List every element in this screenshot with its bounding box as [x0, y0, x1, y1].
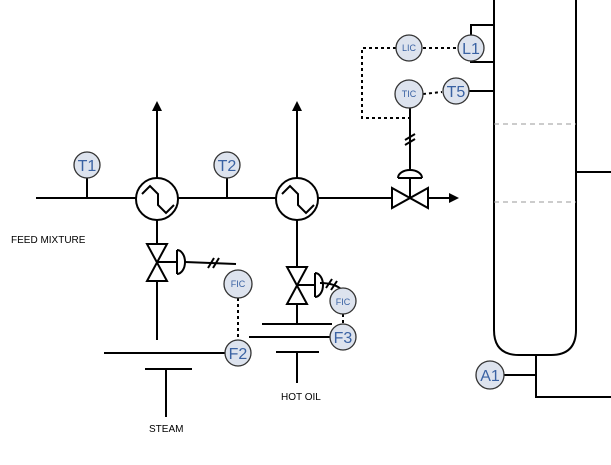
- instrument-tic[interactable]: TIC: [394, 79, 424, 109]
- steam-control-valve: [145, 243, 237, 282]
- instrument-t5[interactable]: T5: [442, 77, 470, 105]
- valve-actuator-icon: [397, 169, 423, 179]
- hot-oil-orifice: [249, 323, 345, 383]
- heat-exchanger-hot-oil: [275, 101, 319, 324]
- instrument-fic-oil[interactable]: FIC: [329, 287, 357, 315]
- heat-exchanger-steam: [135, 101, 179, 340]
- a1-label: A1: [480, 368, 500, 385]
- lic-label: LIC: [402, 43, 417, 53]
- valve-actuator-icon: [314, 272, 324, 298]
- f3-label: F3: [334, 330, 353, 347]
- instrument-t2[interactable]: T2: [213, 151, 241, 179]
- valve-body-icon: [285, 266, 309, 305]
- instrument-a1[interactable]: A1: [475, 360, 505, 390]
- steam-orifice: [104, 352, 226, 417]
- valve-actuator-icon: [176, 249, 186, 275]
- tic-label: TIC: [402, 89, 417, 99]
- column-bottoms-line: [535, 355, 611, 398]
- cascade-signal: [361, 47, 411, 119]
- hot-oil-control-valve: [285, 266, 343, 305]
- hot-oil-label: HOT OIL: [281, 392, 321, 403]
- valve-body-icon: [145, 243, 169, 282]
- fic-steam-label: FIC: [231, 279, 246, 289]
- steam-label: STEAM: [149, 424, 183, 435]
- temperature-signal: [422, 91, 443, 95]
- instrument-t1[interactable]: T1: [73, 151, 101, 179]
- instrument-lic[interactable]: LIC: [395, 34, 423, 62]
- feed-line: [36, 178, 459, 203]
- instrument-f2[interactable]: F2: [224, 339, 252, 367]
- exchanger-coil-icon: [281, 184, 315, 215]
- f2-label: F2: [229, 346, 248, 363]
- t2-label: T2: [218, 158, 237, 175]
- exchanger-coil-icon: [141, 184, 175, 215]
- instrument-fic-steam[interactable]: FIC: [223, 269, 253, 299]
- t5-label: T5: [447, 84, 466, 101]
- instrument-l1[interactable]: L1: [457, 34, 485, 62]
- t1-label: T1: [78, 158, 97, 175]
- instrument-f3[interactable]: F3: [329, 323, 357, 351]
- fic-oil-label: FIC: [336, 297, 351, 307]
- distillation-column: [469, 0, 611, 398]
- signal-lines: [237, 47, 458, 340]
- feed-mixture-label: FEED MIXTURE: [11, 235, 86, 246]
- feed-control-valve: [391, 107, 429, 210]
- l1-label: L1: [462, 41, 480, 58]
- valve-body-icon: [391, 186, 429, 210]
